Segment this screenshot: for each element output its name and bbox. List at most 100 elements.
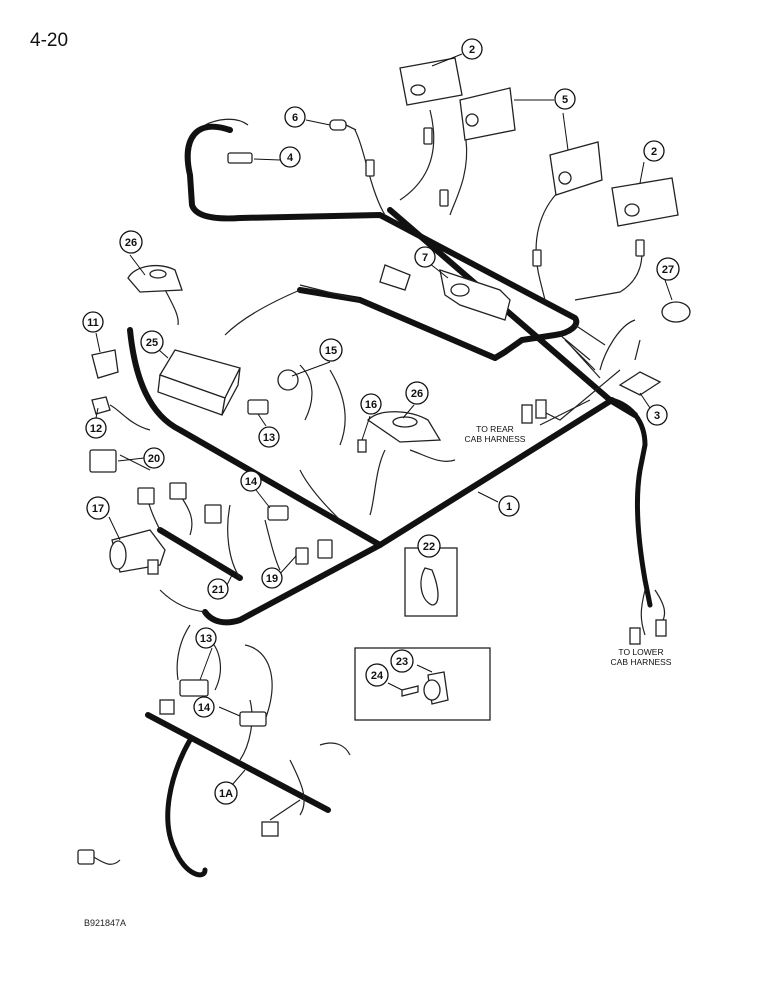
callout-22: 22 <box>417 534 441 558</box>
clip-23 <box>423 679 441 701</box>
callout-1a: 1A <box>214 781 238 805</box>
svg-text:15: 15 <box>325 345 337 357</box>
callout-1: 1 <box>498 495 520 517</box>
callout-23: 23 <box>390 649 414 673</box>
callout-2b: 2 <box>643 140 665 162</box>
callout-13a: 13 <box>258 426 280 448</box>
callout-12: 12 <box>85 417 107 439</box>
connector-14 <box>267 505 289 521</box>
note-rear-cab-line1: TO REAR <box>476 424 514 434</box>
strap-22 <box>420 567 439 606</box>
main-harness-1 <box>127 327 615 548</box>
callout-14a: 14 <box>240 470 262 492</box>
connector <box>77 849 95 865</box>
callout-20: 20 <box>143 447 165 469</box>
main-harness-1-lower <box>202 542 383 626</box>
connector <box>317 539 333 559</box>
callout-6: 6 <box>284 106 306 128</box>
svg-text:1A: 1A <box>219 788 233 800</box>
connector <box>423 127 433 145</box>
svg-text:19: 19 <box>266 573 278 585</box>
connector <box>521 404 533 424</box>
callout-27: 27 <box>656 257 680 281</box>
page-number: 4-20 <box>30 30 69 51</box>
svg-text:7: 7 <box>422 252 428 264</box>
svg-text:26: 26 <box>125 237 137 249</box>
motor-17 <box>109 529 166 575</box>
harness-1a <box>145 712 331 813</box>
thin-wires <box>89 109 666 865</box>
svg-text:27: 27 <box>662 264 674 276</box>
svg-text:26: 26 <box>411 388 423 400</box>
svg-text:17: 17 <box>92 503 104 515</box>
connector <box>261 821 279 837</box>
work-lamp-left <box>399 57 463 106</box>
svg-text:21: 21 <box>212 584 224 596</box>
svg-text:16: 16 <box>365 399 377 411</box>
lamp-15 <box>277 369 299 391</box>
lower-cab-branch <box>609 397 653 608</box>
screw-24 <box>401 685 419 697</box>
bulb-6 <box>329 119 357 131</box>
svg-text:2: 2 <box>651 146 657 158</box>
svg-text:14: 14 <box>198 702 211 714</box>
components <box>77 57 691 865</box>
svg-text:3: 3 <box>654 410 660 422</box>
connector <box>137 487 155 505</box>
switch-20 <box>89 449 117 473</box>
callout-25: 25 <box>140 330 164 354</box>
svg-text:11: 11 <box>87 317 99 329</box>
callout-15: 15 <box>319 338 343 362</box>
callout-19: 19 <box>261 567 283 589</box>
svg-text:4: 4 <box>287 152 294 164</box>
svg-text:5: 5 <box>562 94 568 106</box>
upper-harness-rear <box>387 207 638 418</box>
plug-12 <box>91 396 111 415</box>
svg-text:20: 20 <box>148 453 160 465</box>
callout-24: 24 <box>365 663 389 687</box>
harness-trunks <box>127 123 653 878</box>
callout-3: 3 <box>646 404 668 426</box>
callout-11: 11 <box>82 311 104 333</box>
callout-4: 4 <box>279 146 301 168</box>
harness-21 <box>157 527 243 581</box>
harness-notes: TO REAR CAB HARNESS TO LOWER CAB HARNESS <box>465 424 672 667</box>
wiper-motor-7 <box>379 264 511 321</box>
callouts: 2 5 2 6 4 7 26 27 11 25 15 16 26 3 12 13… <box>82 38 680 805</box>
connector <box>365 159 375 177</box>
svg-text:24: 24 <box>371 670 384 682</box>
connector <box>169 482 187 500</box>
connector <box>204 504 222 524</box>
callout-26a: 26 <box>119 230 143 254</box>
callout-14b: 14 <box>193 696 215 718</box>
connector-16 <box>357 439 367 453</box>
connector <box>635 239 645 257</box>
work-lamp-right-upper <box>549 141 603 196</box>
svg-text:13: 13 <box>200 633 212 645</box>
svg-text:22: 22 <box>423 541 435 553</box>
component-27 <box>661 301 691 323</box>
svg-text:1: 1 <box>506 501 512 513</box>
callout-17: 17 <box>86 496 110 520</box>
dome-lamp-26-lower <box>366 411 442 443</box>
fuse-4 <box>227 152 253 164</box>
connector <box>532 249 542 267</box>
dome-lamp-26 <box>127 264 183 293</box>
note-lower-cab-line2: CAB HARNESS <box>611 657 672 667</box>
callout-26b: 26 <box>405 381 429 405</box>
connector-14b <box>239 711 267 727</box>
work-lamp-center <box>459 87 516 141</box>
note-lower-cab-line1: TO LOWER <box>618 647 663 657</box>
connector <box>629 627 641 645</box>
figure-code: B921847A <box>84 918 127 928</box>
component-3 <box>618 371 662 396</box>
callout-21: 21 <box>207 578 229 600</box>
callout-5: 5 <box>554 88 576 110</box>
radio-25 <box>157 349 241 416</box>
svg-text:25: 25 <box>146 337 158 349</box>
callout-16: 16 <box>360 393 382 415</box>
connector-19 <box>295 547 309 565</box>
svg-text:6: 6 <box>292 112 298 124</box>
note-rear-cab-line2: CAB HARNESS <box>465 434 526 444</box>
